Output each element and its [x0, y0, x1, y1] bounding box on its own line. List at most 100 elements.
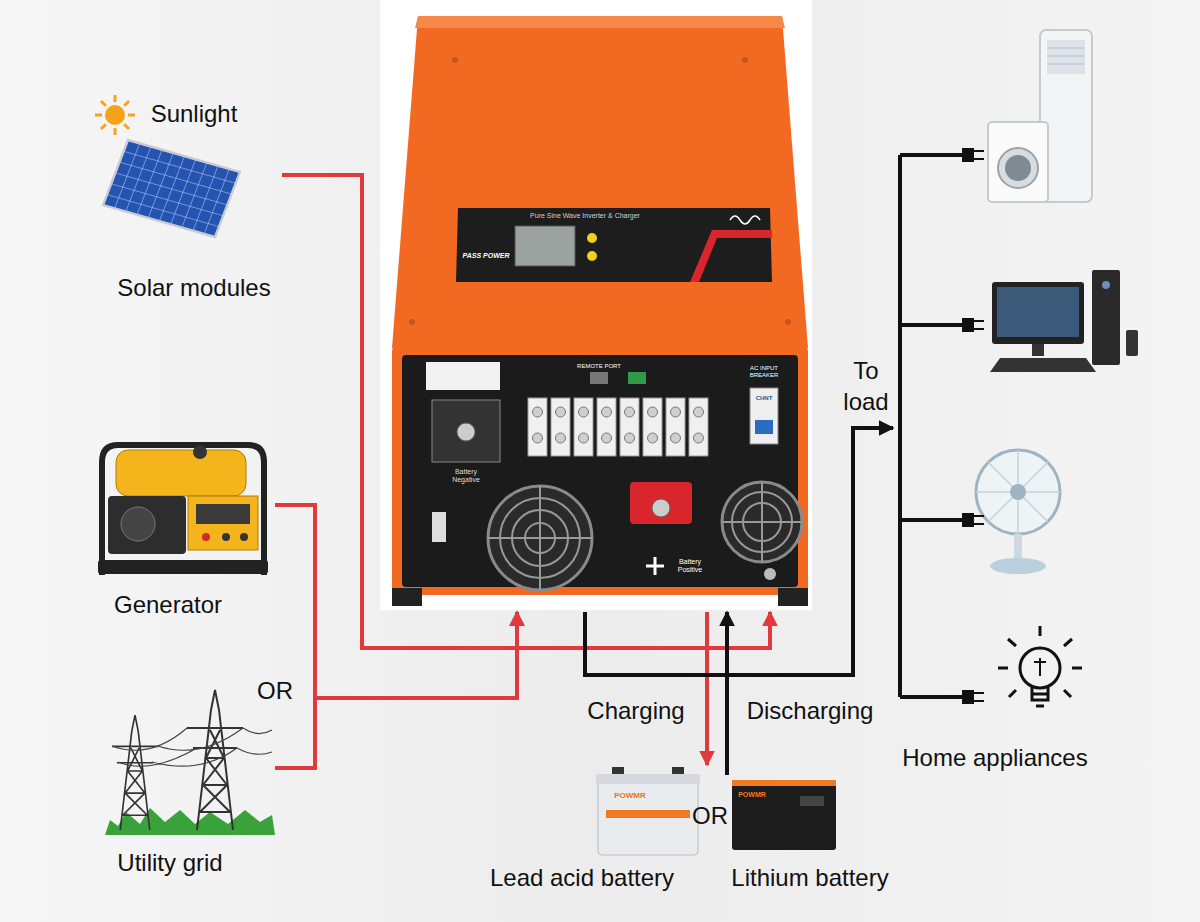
- port-label: REMOTE PORT: [569, 363, 629, 370]
- power-switch: [432, 512, 446, 542]
- monitor: [992, 282, 1084, 344]
- terminal-block: [528, 398, 547, 456]
- connector: [585, 428, 893, 675]
- photo-background: [380, 0, 812, 610]
- terminal-block: [574, 398, 593, 456]
- fuel-cap: [193, 445, 207, 459]
- battery-stripe: [606, 810, 690, 818]
- socket: [240, 533, 248, 541]
- breaker: [750, 388, 778, 444]
- fuel-tank: [116, 450, 246, 496]
- source-label: Sunlight: [139, 99, 249, 128]
- terminal-label: Battery Positive: [670, 558, 710, 574]
- node-label: Lead acid battery: [470, 863, 695, 892]
- inverter-top: [392, 16, 808, 348]
- terminal-bolt: [457, 423, 475, 441]
- battery-node: Lead acid battery: [478, 765, 712, 895]
- bulb-glass: [1020, 648, 1060, 688]
- solar-panel: [103, 140, 240, 237]
- node-label: Home appliances: [875, 743, 1115, 772]
- source-node: Utility grid: [100, 650, 275, 880]
- status-led: [587, 233, 597, 243]
- lcd-screen: [515, 226, 575, 266]
- source-node: Generator: [85, 430, 275, 620]
- terminal-block: [551, 398, 570, 456]
- ground-screw: [764, 568, 776, 580]
- remote-port: [590, 372, 608, 384]
- or-label: OR: [685, 801, 735, 830]
- generator-base: [98, 560, 268, 574]
- plug-prongs: [974, 151, 984, 701]
- socket: [222, 533, 230, 541]
- breaker-toggle: [755, 420, 773, 434]
- lithium-battery-illustration: [732, 780, 836, 850]
- sine-symbol: [730, 216, 760, 224]
- connector: [275, 505, 517, 698]
- connector: [282, 175, 770, 648]
- or-label: OR: [250, 676, 300, 705]
- voltage-sticker: [426, 362, 500, 390]
- node-label: Generator: [83, 590, 253, 619]
- battery-lid: [596, 774, 700, 784]
- connector: [705, 612, 709, 765]
- pylon: [112, 715, 158, 830]
- screw: [452, 57, 458, 63]
- fan-hub: [1010, 484, 1026, 500]
- load-node: Home appliances: [893, 20, 1190, 780]
- engine-cover: [121, 507, 155, 541]
- panel-cells: [103, 140, 240, 237]
- control-display: [196, 504, 250, 524]
- node-label: Pure Sine Wave Inverter & Charger: [475, 212, 695, 220]
- fan-guard-wires: [976, 450, 1060, 534]
- distribution-wire: [900, 155, 962, 697]
- inverter-illustration: [380, 0, 812, 610]
- sun-disc: [105, 105, 125, 125]
- ac-grille: [1047, 48, 1085, 64]
- fan-grille: [722, 482, 802, 562]
- power-wires: [112, 728, 272, 766]
- fan-cross: [488, 486, 592, 590]
- washer-glass: [1005, 155, 1031, 181]
- node-label: Lithium battery: [710, 863, 910, 892]
- edge-label: To load: [837, 355, 895, 417]
- computer-tower: [1092, 270, 1120, 365]
- front-frame: [392, 345, 808, 595]
- source-node: Solar modules: [105, 130, 282, 300]
- battery-case: [732, 780, 836, 850]
- terminal-block: [689, 398, 708, 456]
- plug-body: [962, 148, 974, 704]
- fan-cross: [722, 482, 802, 562]
- fan-pole: [1014, 534, 1022, 560]
- mounting-foot: [778, 588, 808, 606]
- brand-mark: CHNT: [751, 395, 777, 402]
- monitor-stand: [1032, 344, 1044, 356]
- lead-acid-battery-illustration: [596, 767, 700, 855]
- plus-symbol: [646, 557, 664, 575]
- washer-door: [998, 148, 1038, 188]
- fan-base: [990, 558, 1046, 574]
- node-label: Solar modules: [99, 273, 289, 302]
- bulb-filament: [1034, 658, 1046, 676]
- node-label: Utility grid: [85, 848, 255, 877]
- screw: [409, 319, 415, 325]
- ac-vent: [1047, 40, 1085, 74]
- brand-mark: POWMR: [605, 791, 655, 801]
- inverter-node: Pure Sine Wave Inverter & ChargerPASS PO…: [385, 15, 808, 612]
- grass: [105, 808, 275, 835]
- washing-machine: [988, 122, 1048, 202]
- green-connector: [628, 372, 646, 384]
- connector: [725, 612, 729, 775]
- node-label: PASS POWER: [458, 252, 514, 260]
- fan-guard: [976, 450, 1060, 534]
- edge-label: Discharging: [730, 696, 890, 725]
- mounting-foot: [392, 588, 422, 606]
- terminal-bolt: [652, 499, 670, 517]
- battery-stripe: [732, 780, 836, 786]
- terminal-block: [620, 398, 639, 456]
- bulb-rays: [998, 626, 1082, 697]
- terminal-block: [643, 398, 662, 456]
- brand-mark: POWMR: [732, 791, 772, 799]
- control-panel: [188, 496, 258, 550]
